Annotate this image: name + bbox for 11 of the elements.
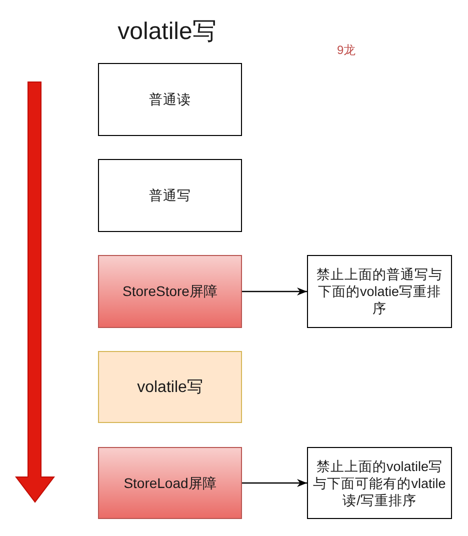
- barrier-box: StoreStore屏障: [98, 255, 242, 328]
- arrow: [242, 288, 307, 296]
- barrier-box: StoreLoad屏障: [98, 447, 242, 519]
- note-box: 禁止上面的volatile写与下面可能有的vlatile读/写重排序: [307, 447, 452, 519]
- title: volatile写: [118, 17, 216, 47]
- note-box: 禁止上面的普通写与下面的volatie写重排序: [307, 255, 452, 328]
- process-box: 普通写: [98, 159, 242, 232]
- signature: 9龙: [337, 43, 356, 58]
- arrow: [242, 479, 307, 487]
- process-box: volatile写: [98, 351, 242, 423]
- process-box: 普通读: [98, 63, 242, 136]
